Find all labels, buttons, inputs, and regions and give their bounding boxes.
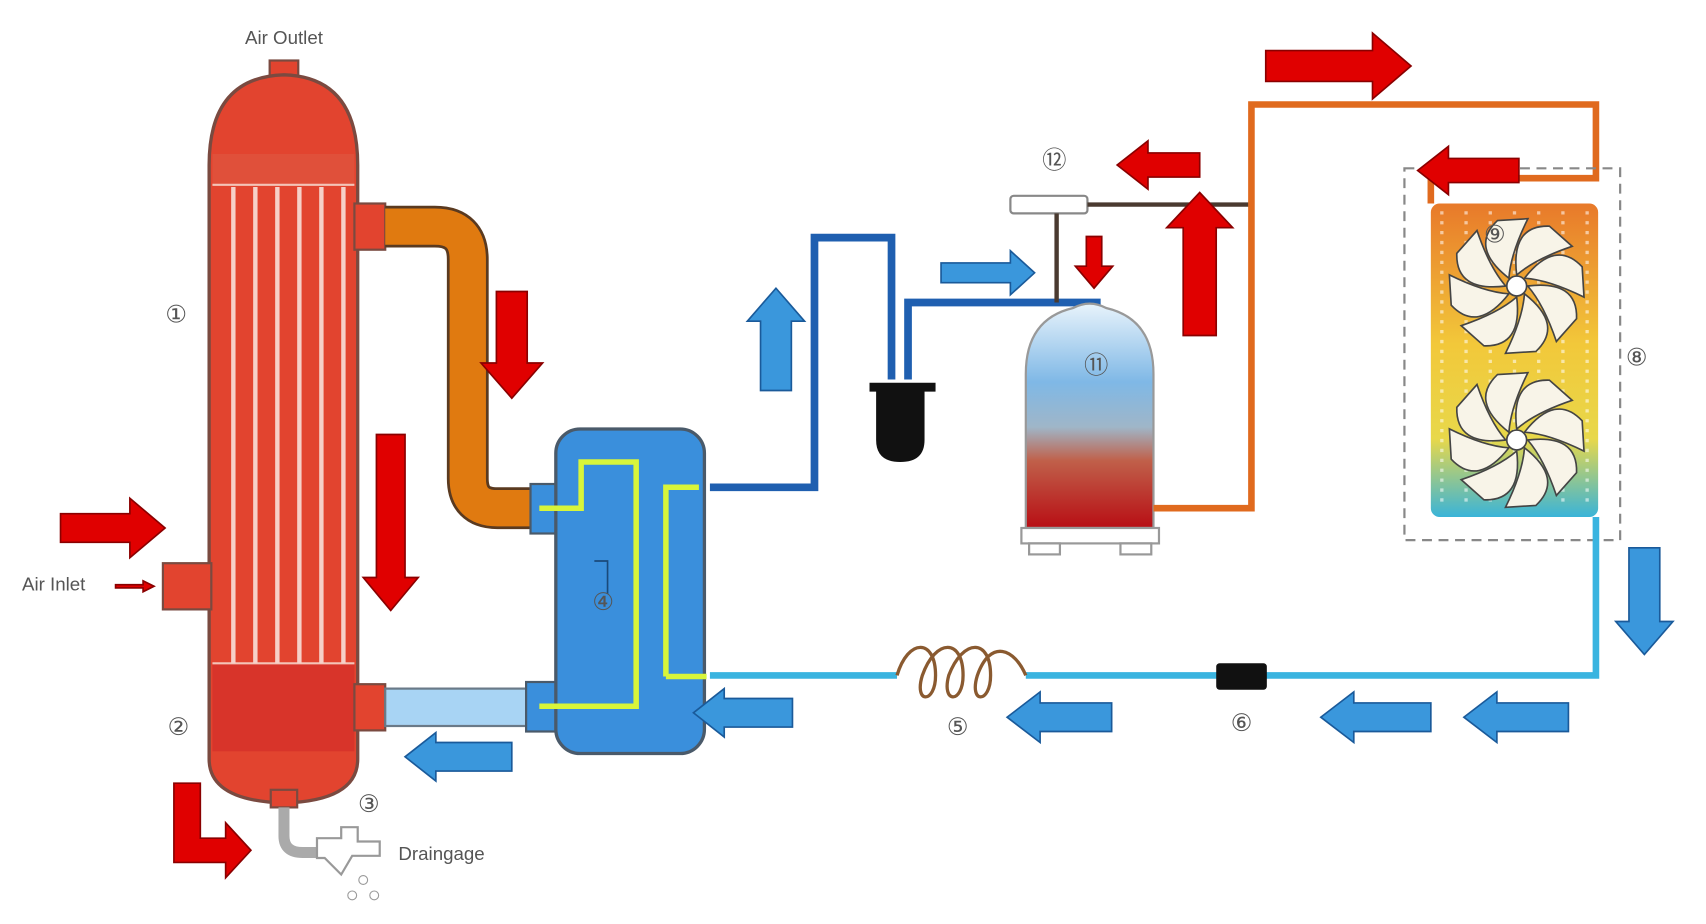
- cold-arrow-left-icon: [1005, 690, 1113, 745]
- hot-arrow-up-icon: [1164, 191, 1235, 337]
- heat-exchanger: [525, 427, 707, 756]
- hot-arrow-left-icon: [1416, 144, 1520, 197]
- liquid-line: [1025, 517, 1600, 679]
- return-air-pipe: [384, 687, 532, 728]
- cold-arrow-down-icon: [1613, 546, 1675, 656]
- cold-arrow-left-icon: [403, 730, 513, 783]
- suction-line: [709, 233, 896, 492]
- component-4-label: ④: [592, 588, 614, 616]
- cold-arrow-left-icon: [692, 686, 794, 739]
- air-outlet-label: Air Outlet: [245, 27, 324, 48]
- filter-drier: [1216, 663, 1267, 690]
- drain-valve: [278, 807, 381, 901]
- cold-arrow-right-icon: [940, 248, 1036, 297]
- component-5-label: ⑤: [947, 713, 969, 741]
- capillary-coil: [895, 645, 1028, 699]
- hot-arrow-down-icon: [1073, 235, 1115, 290]
- heat-exchange-tubes: [231, 187, 346, 664]
- hot-arrow-right-icon: [59, 496, 167, 560]
- inlet-arrow-icon: [114, 579, 156, 594]
- air-inlet-label: Air Inlet: [22, 574, 86, 595]
- bypass-valve: [1009, 194, 1252, 303]
- hot-arrow-down-icon: [361, 433, 421, 612]
- component-11-label: ⑪: [1084, 351, 1108, 379]
- hot-arrow-down-icon: [479, 290, 545, 400]
- fan-icon: [1448, 371, 1585, 509]
- hot-arrow-left-icon: [1115, 139, 1201, 191]
- cold-arrow-left-icon: [1319, 690, 1432, 745]
- component-12-label: ⑫: [1042, 147, 1066, 175]
- hot-arrow-right-icon: [1264, 31, 1413, 101]
- separator-column: [161, 59, 387, 809]
- condenser: [1403, 167, 1622, 542]
- component-3-label: ③: [358, 790, 380, 818]
- fan-icon: [1448, 217, 1585, 355]
- component-1-label: ①: [165, 301, 187, 329]
- drain-arrow-icon: [173, 782, 253, 880]
- liquid-separator: [869, 382, 936, 462]
- draingage-label: Draingage: [398, 843, 484, 864]
- compressor: [1020, 302, 1161, 556]
- component-2-label: ②: [167, 713, 189, 741]
- flow-arrows: [59, 31, 1675, 880]
- component-8-label: ⑧: [1626, 344, 1648, 372]
- cold-arrow-up-icon: [745, 286, 807, 392]
- component-9-label: ⑨: [1484, 220, 1506, 248]
- component-6-label: ⑥: [1231, 709, 1253, 737]
- cold-arrow-left-icon: [1462, 690, 1570, 745]
